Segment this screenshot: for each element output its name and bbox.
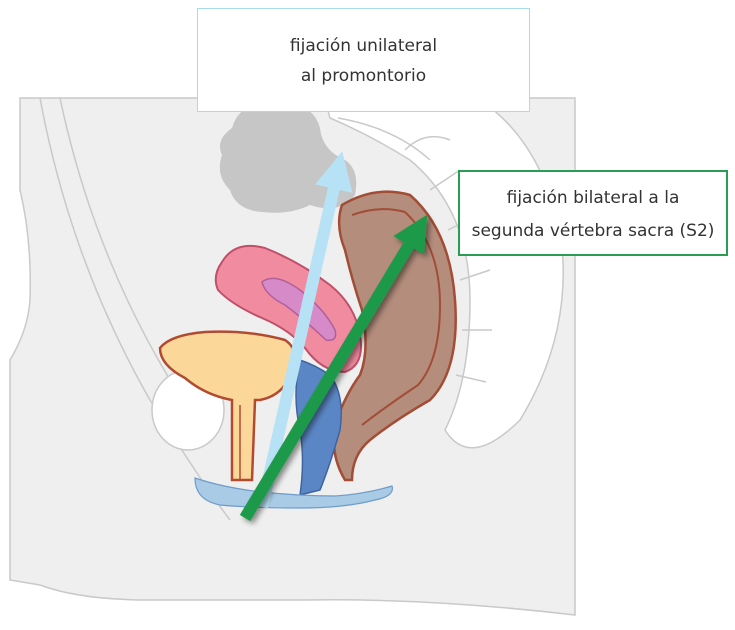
unilateral-label-line2: al promontorio — [198, 61, 529, 91]
bilateral-label-line1: fijación bilateral a la — [460, 182, 726, 215]
unilateral-label-line1: fijación unilateral — [198, 31, 529, 61]
unilateral-fixation-label: fijación unilateral al promontorio — [197, 8, 530, 112]
bilateral-fixation-label: fijación bilateral a la segunda vértebra… — [458, 170, 728, 256]
bilateral-label-line2: segunda vértebra sacra (S2) — [460, 215, 726, 248]
